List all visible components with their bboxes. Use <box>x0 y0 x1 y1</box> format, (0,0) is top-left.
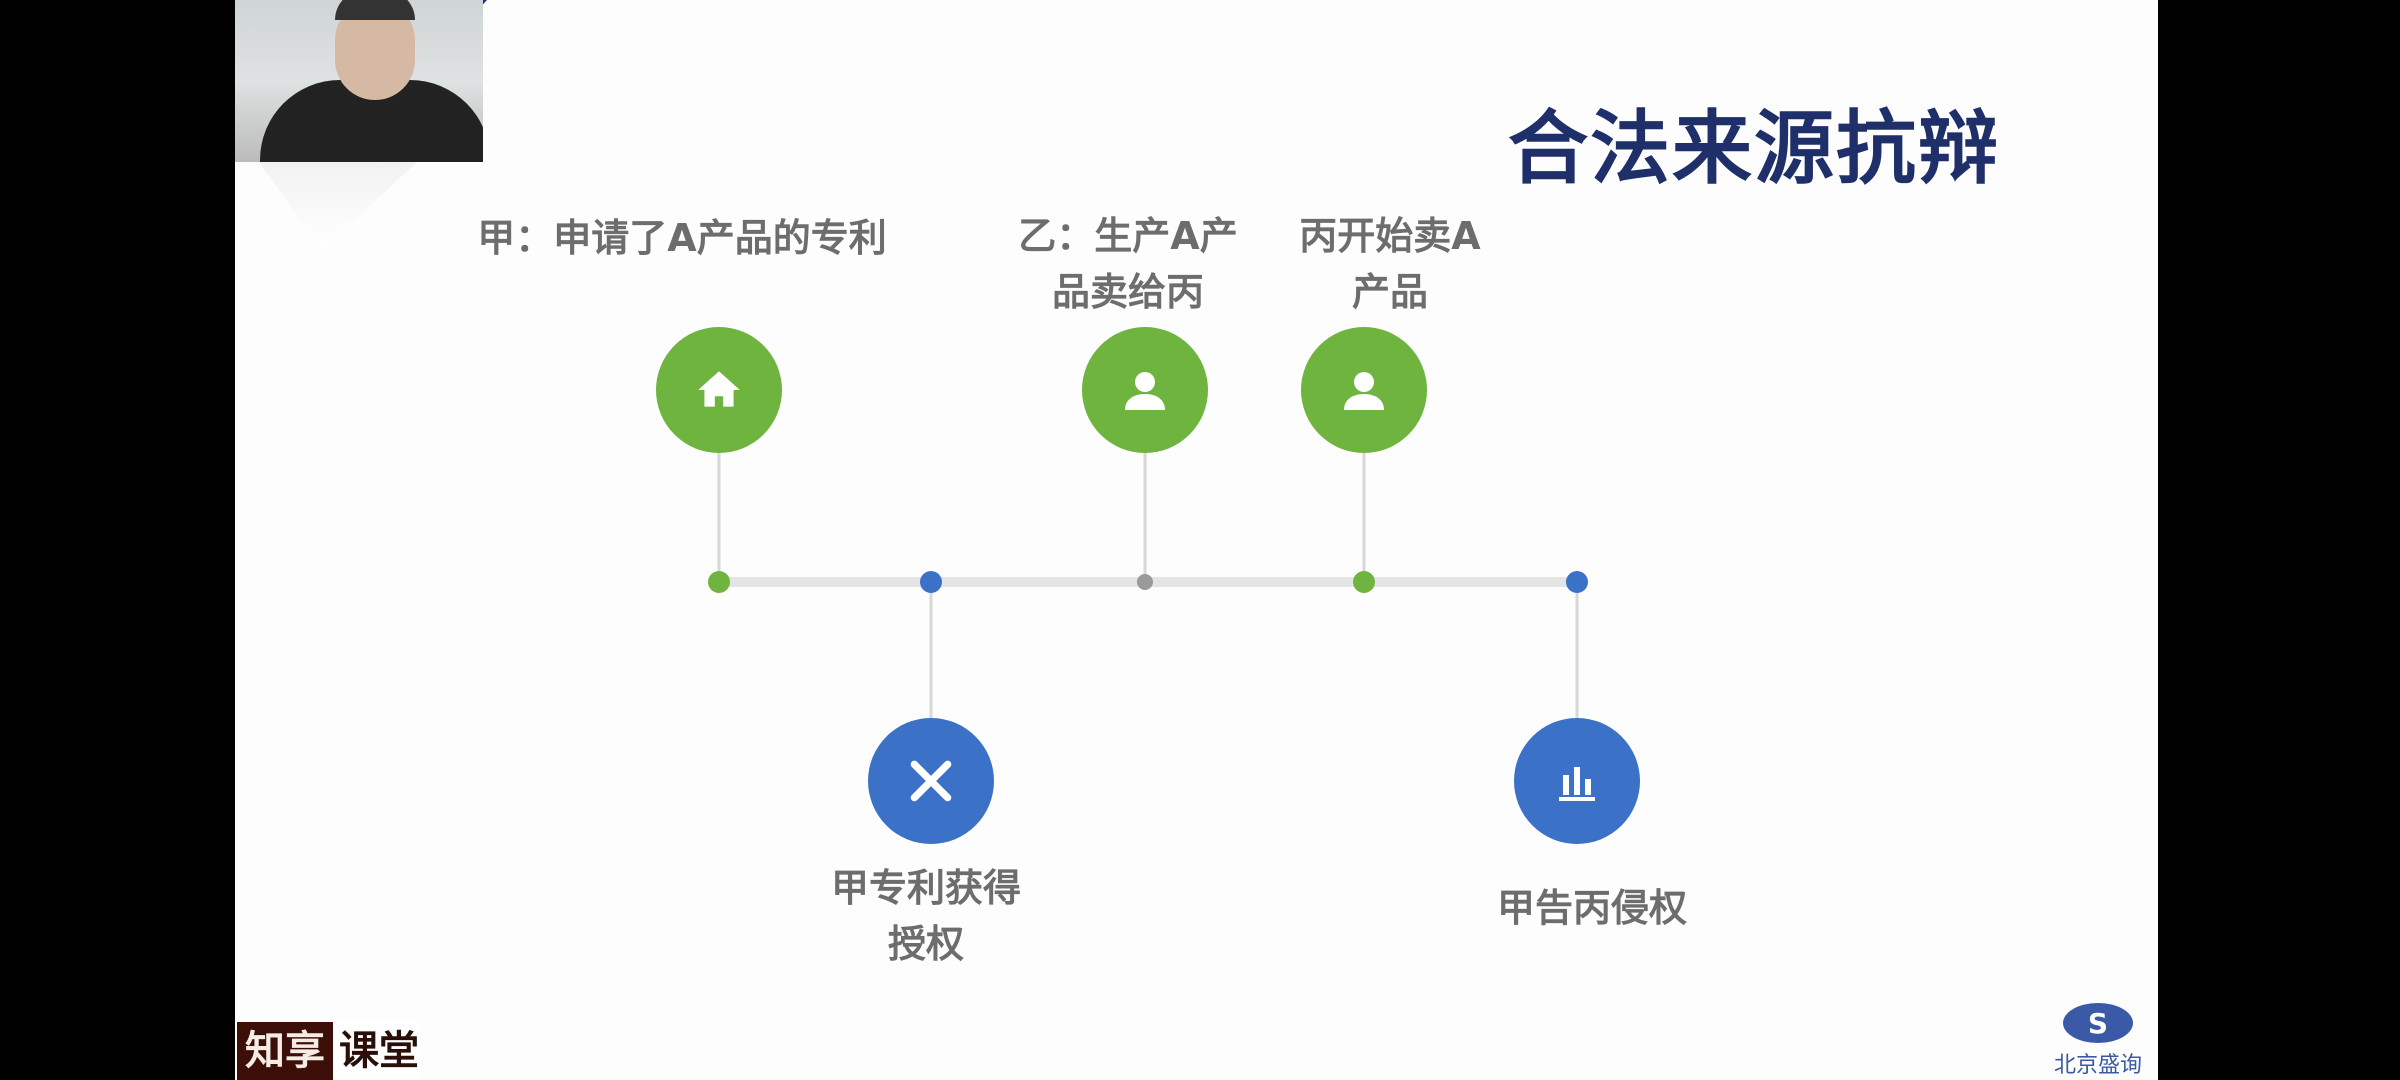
watermark-part1: 知享 <box>237 1022 333 1080</box>
event-label-line: 甲告丙侵权 <box>1496 886 1688 930</box>
event-label: 甲告丙侵权 <box>1497 880 1687 936</box>
stem <box>1143 450 1147 582</box>
event-label-line: 产品 <box>1351 270 1429 314</box>
event-circle <box>1082 327 1208 453</box>
timeline-dot <box>708 571 730 593</box>
event-label: 甲专利获得授权 <box>831 860 1021 972</box>
event-circle <box>868 718 994 844</box>
event-label-line: 甲：申请了A产品的专利 <box>477 216 887 260</box>
event-circle <box>1514 718 1640 844</box>
stem <box>1575 582 1579 722</box>
bar-chart-icon <box>1559 767 1595 801</box>
slide <box>235 0 2158 1080</box>
stem <box>1362 450 1366 582</box>
event-label-line: 授权 <box>887 922 965 966</box>
event-label: 丙开始卖A 产品 <box>1299 208 1480 320</box>
event-label-line: 丙开始卖A <box>1299 214 1481 258</box>
timeline-dot <box>920 571 942 593</box>
event-label-line: 甲专利获得 <box>830 866 1022 910</box>
event-circle <box>1301 327 1427 453</box>
stem <box>717 450 721 582</box>
tools-icon <box>910 760 952 802</box>
event-circle <box>656 327 782 453</box>
watermark-zhixiang-ketang: 知享课堂 <box>237 1022 419 1080</box>
watermark-part2: 课堂 <box>333 1022 419 1080</box>
event-label: 乙：生产A产品卖给丙 <box>1018 208 1237 320</box>
event-label: 甲：申请了A产品的专利 <box>477 210 886 266</box>
home-icon <box>698 371 740 407</box>
event-label-line: 品卖给丙 <box>1051 270 1205 314</box>
webcam-video <box>235 0 483 162</box>
logo-text: 北京盛询 <box>2053 1053 2142 1078</box>
event-label-line: 乙：生产A产 <box>1018 214 1238 258</box>
stem <box>929 582 933 722</box>
logo-eye-icon: S <box>2063 1003 2133 1043</box>
user-icon <box>1125 372 1165 410</box>
timeline-dot <box>1353 571 1375 593</box>
slide-title: 合法来源抗辩 <box>1508 102 2000 195</box>
timeline-dot <box>1137 574 1153 590</box>
user-icon <box>1344 372 1384 410</box>
company-logo: S 北京盛询 <box>2048 1003 2148 1079</box>
timeline-dot <box>1566 571 1588 593</box>
